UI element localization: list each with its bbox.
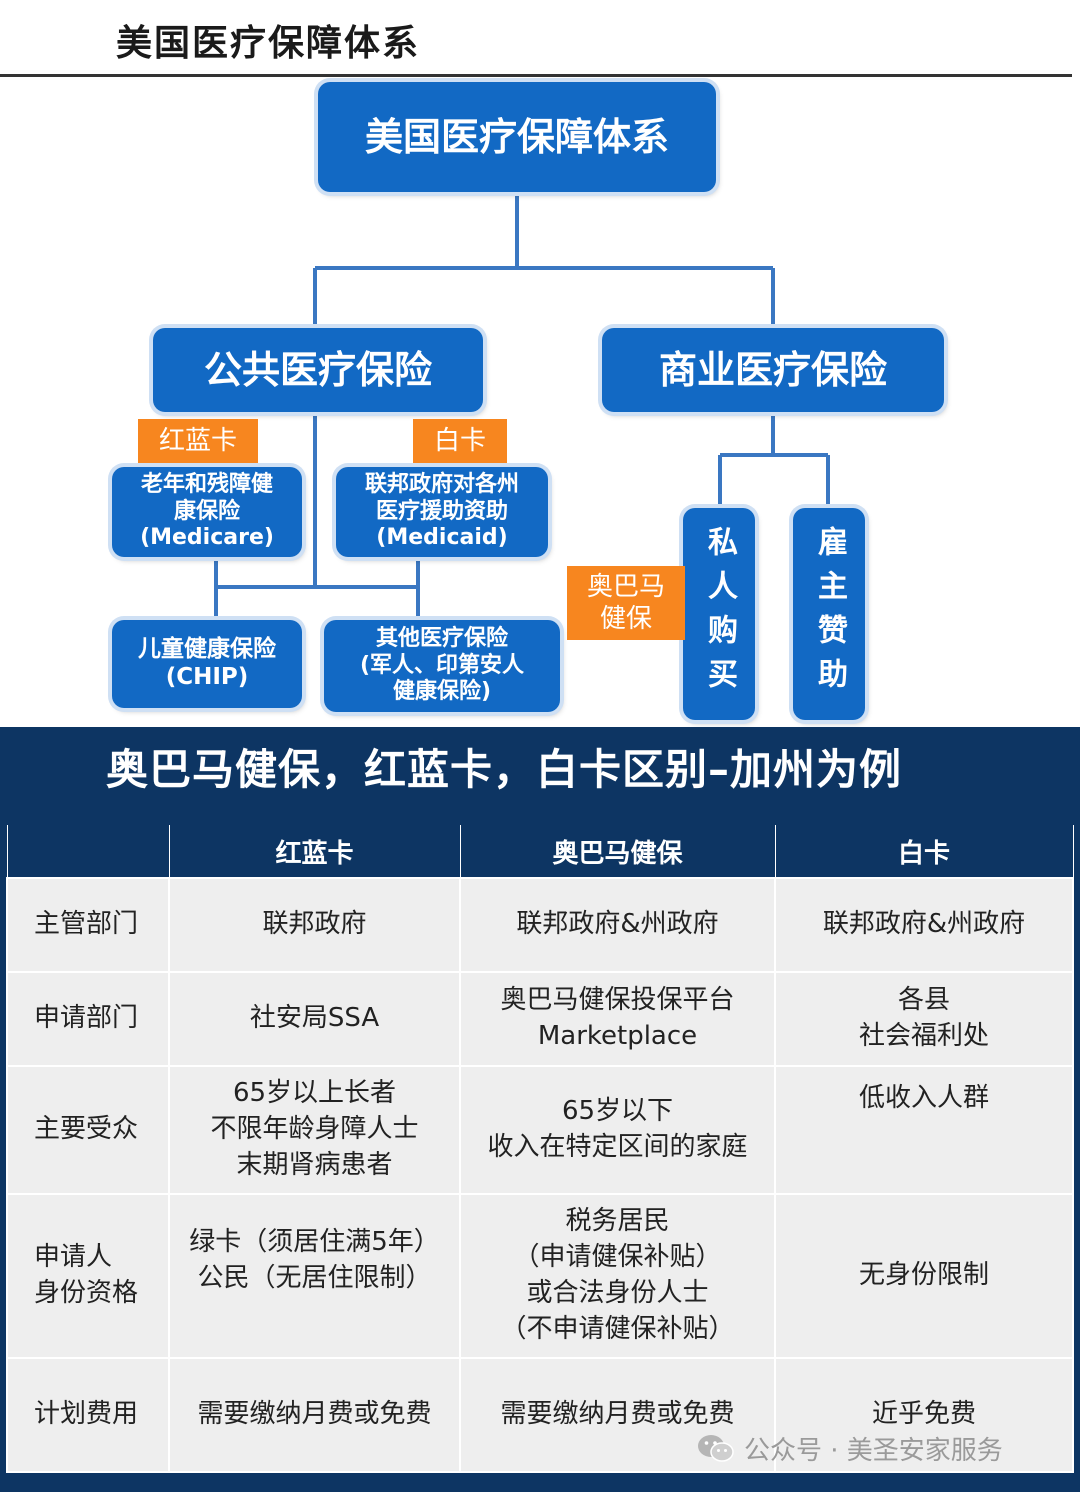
- node-other-insurance: 其他医疗保险 (军人、印第安人 健康保险): [324, 620, 560, 712]
- table-cell: 65岁以上长者 不限年龄身障人士 末期肾病患者: [168, 1065, 461, 1195]
- table-cell: 社安局SSA: [168, 971, 461, 1067]
- table-cell: 联邦政府: [168, 877, 461, 973]
- table-cell: 联邦政府&州政府: [459, 877, 776, 973]
- column-header-obamacare: 奥巴马健保: [459, 825, 776, 878]
- tag-red-blue-card: 红蓝卡: [138, 419, 258, 463]
- table-cell: 税务居民 （申请健保补贴） 或合法身份人士 （不申请健保补贴）: [459, 1193, 776, 1359]
- table-row: 主要受众 65岁以上长者 不限年龄身障人士 末期肾病患者 65岁以下 收入在特定…: [6, 1065, 1074, 1195]
- table-row: 计划费用 需要缴纳月费或免费 需要缴纳月费或免费 近乎免费: [6, 1357, 1074, 1473]
- wechat-icon: [698, 1434, 734, 1462]
- node-chip: 儿童健康保险 (CHIP): [112, 620, 302, 708]
- tag-obamacare: 奥巴马 健保: [567, 566, 685, 640]
- connector-commercial-branch: [718, 412, 830, 510]
- row-label: 申请部门: [6, 971, 170, 1067]
- table-cell: 无身份限制: [774, 1193, 1074, 1359]
- table-cell: 联邦政府&州政府: [774, 877, 1074, 973]
- table-cell: 各县 社会福利处: [774, 971, 1074, 1067]
- table-cell: 奥巴马健保投保平台 Marketplace: [459, 971, 776, 1067]
- row-label: 申请人 身份资格: [6, 1193, 170, 1359]
- table-cell: 低收入人群: [774, 1065, 1074, 1195]
- table-cell: 需要缴纳月费或免费: [459, 1357, 776, 1473]
- column-header-white-card: 白卡: [774, 825, 1074, 878]
- row-label: 主要受众: [6, 1065, 170, 1195]
- watermark: 公众号 · 美圣安家服务: [696, 1430, 1003, 1467]
- column-header-red-blue-card: 红蓝卡: [168, 825, 461, 878]
- table-cell: 绿卡（须居住满5年） 公民（无居住限制）: [168, 1193, 461, 1359]
- node-employer-sponsored: 雇主赞助: [793, 508, 865, 720]
- connector-public-branch: [214, 412, 420, 622]
- row-label: 主管部门: [6, 877, 170, 973]
- table-row: 申请人 身份资格 绿卡（须居住满5年） 公民（无居住限制） 税务居民 （申请健保…: [6, 1193, 1074, 1359]
- node-commercial-insurance: 商业医疗保险: [602, 328, 944, 412]
- table-cell: 近乎免费: [774, 1357, 1074, 1473]
- table-header-row: 红蓝卡 奥巴马健保 白卡: [6, 825, 1074, 878]
- node-medicaid: 联邦政府对各州 医疗援助资助 (Medicaid): [336, 467, 548, 557]
- watermark-text: 公众号 · 美圣安家服务: [744, 1436, 1003, 1466]
- node-public-insurance: 公共医疗保险: [153, 328, 483, 412]
- diagram-connectors: [214, 190, 830, 622]
- column-header: [6, 825, 170, 878]
- connector-root-branch: [313, 190, 775, 330]
- comparison-table: 红蓝卡 奥巴马健保 白卡 主管部门 联邦政府 联邦政府&州政府 联邦政府&州政府…: [6, 825, 1074, 1473]
- row-label: 计划费用: [6, 1357, 170, 1473]
- tag-white-card: 白卡: [413, 419, 507, 463]
- comparison-title: 奥巴马健保，红蓝卡，白卡区别–加州为例: [106, 745, 903, 794]
- table-cell: 65岁以下 收入在特定区间的家庭: [459, 1065, 776, 1195]
- node-medicare: 老年和残障健 康保险 (Medicare): [112, 467, 302, 557]
- node-root: 美国医疗保障体系: [318, 82, 716, 192]
- node-private-purchase: 私人购买: [683, 508, 755, 720]
- title-divider: [0, 74, 1072, 77]
- table-row: 申请部门 社安局SSA 奥巴马健保投保平台 Marketplace 各县 社会福…: [6, 971, 1074, 1067]
- table-cell: 需要缴纳月费或免费: [168, 1357, 461, 1473]
- table-row: 主管部门 联邦政府 联邦政府&州政府 联邦政府&州政府: [6, 877, 1074, 973]
- page-title: 美国医疗保障体系: [116, 22, 421, 64]
